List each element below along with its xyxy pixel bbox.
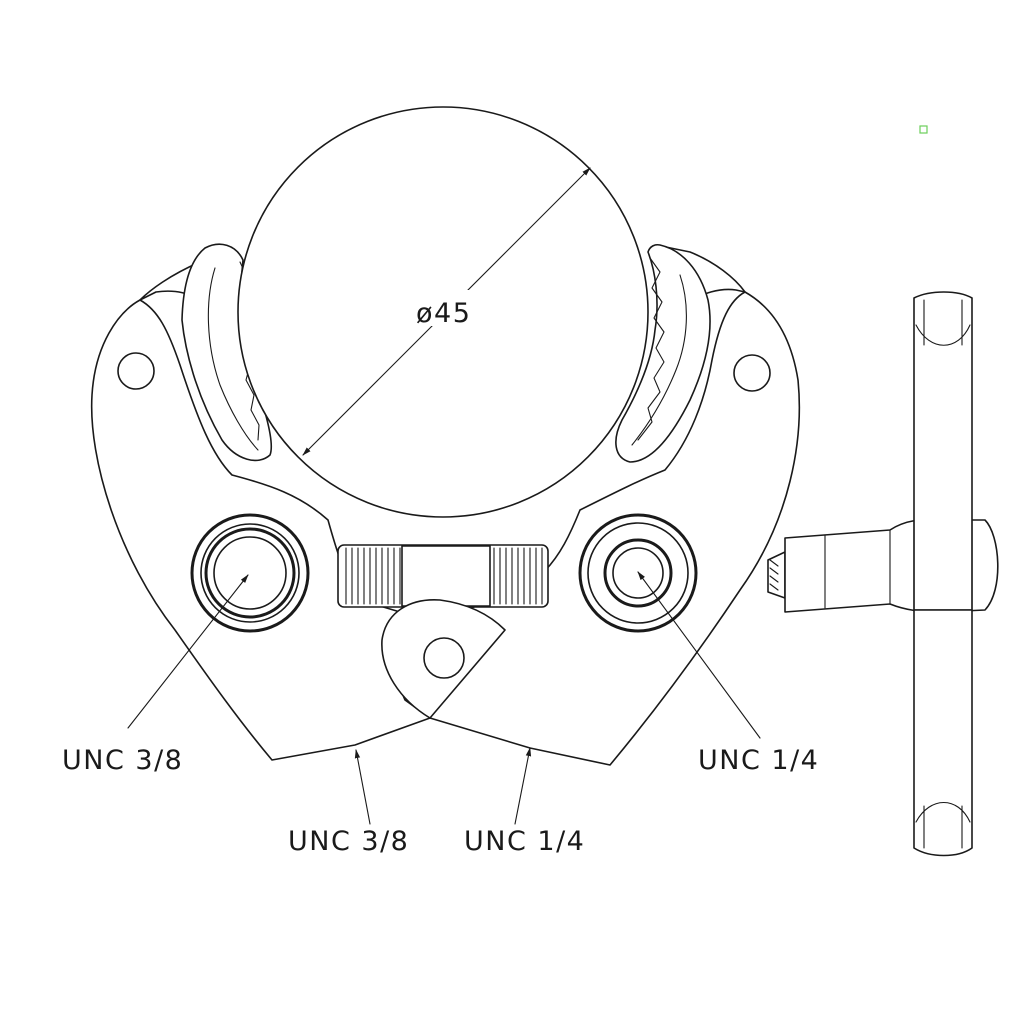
leader-bottom-left	[354, 749, 371, 825]
right-grip-pad	[615, 243, 711, 463]
left-threaded-bore	[190, 513, 310, 633]
t-handle	[767, 291, 999, 857]
pivot-link	[381, 599, 506, 719]
callout-bottom-left: UNC 3/8	[288, 826, 409, 857]
diameter-label: ø45	[416, 298, 471, 329]
right-jaw-hole	[733, 354, 771, 392]
selection-marker	[919, 125, 928, 134]
right-pad-inner	[631, 274, 687, 446]
leader-left-bore	[127, 574, 249, 729]
left-pad-inner	[207, 267, 259, 451]
left-jaw-hole	[117, 352, 155, 390]
leader-bottom-right	[514, 747, 532, 825]
right-pad-teeth	[637, 257, 665, 441]
pivot-hole	[423, 637, 465, 679]
callout-bottom-right: UNC 1/4	[464, 826, 585, 857]
callout-right-bore: UNC 1/4	[698, 745, 819, 776]
leader-right-bore	[637, 571, 761, 739]
threaded-spindle	[337, 544, 549, 608]
right-threaded-bore	[578, 513, 698, 633]
callout-left-bore: UNC 3/8	[62, 745, 183, 776]
